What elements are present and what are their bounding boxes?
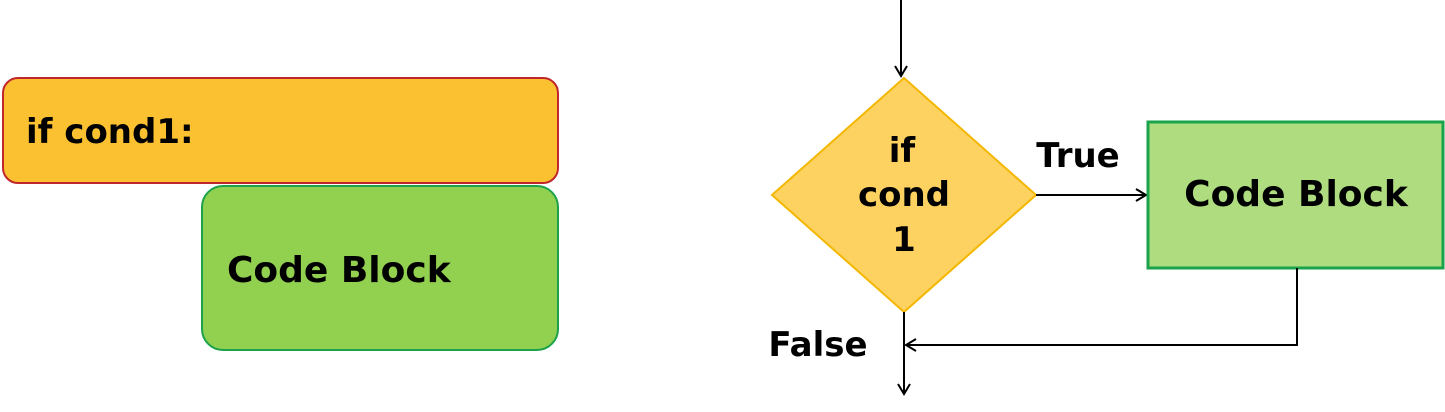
decision-label-line1: if — [889, 131, 917, 171]
decision-label-line2: cond — [858, 175, 950, 215]
if-statement-label: if cond1: — [26, 112, 194, 152]
false-label: False — [768, 325, 867, 365]
true-label: True — [1036, 136, 1120, 176]
code-block-left: Code Block — [201, 185, 559, 351]
decision-label-line3: 1 — [892, 220, 916, 260]
code-block-left-label: Code Block — [227, 250, 451, 291]
return-arrow — [904, 268, 1298, 352]
if-statement-block: if cond1: — [2, 77, 559, 184]
code-block-right — [1146, 120, 1445, 270]
code-block-right-label: Code Block — [1184, 174, 1409, 215]
